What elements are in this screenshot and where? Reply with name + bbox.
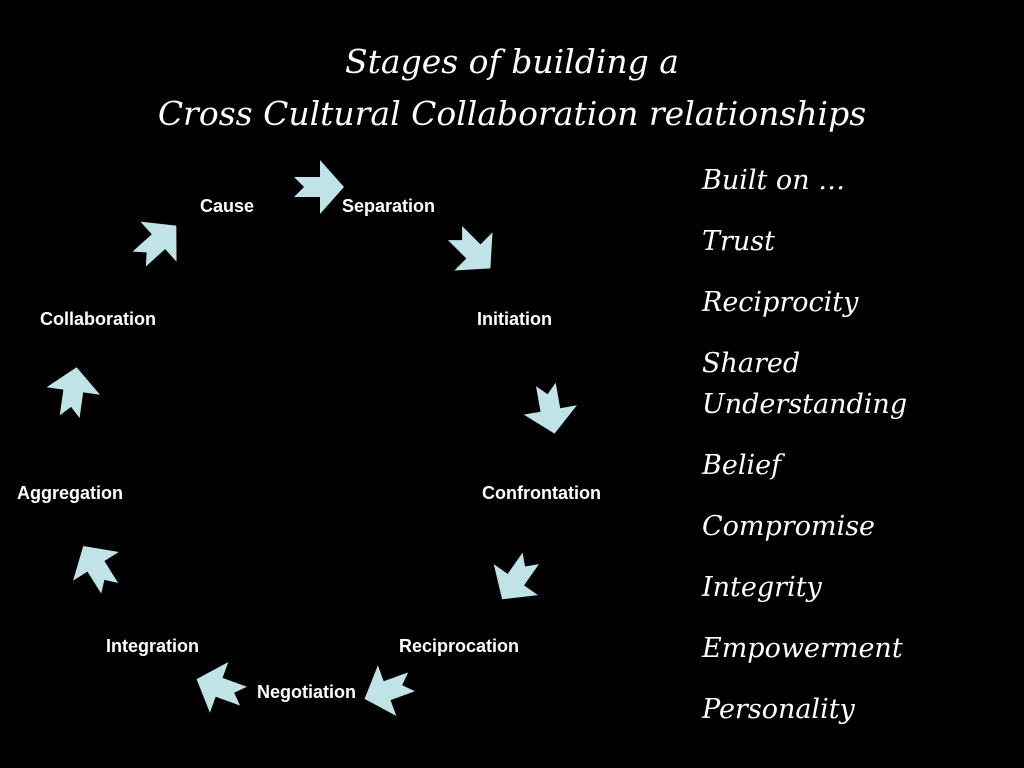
stage-integration: Integration [106,636,199,656]
arrow-collaboration-to-cause-icon [121,205,195,280]
value-item-belief: Belief [702,450,782,481]
stage-separation: Separation [342,196,436,216]
built-on-heading: Built on … [702,165,846,196]
stage-reciprocation: Reciprocation [399,636,520,656]
arrow-initiation-to-confrontation-icon [519,379,582,439]
arrow-reciprocation-to-negotiation-icon [355,656,421,725]
value-item-empowerment: Empowerment [702,633,903,664]
stage-confrontation: Confrontation [482,483,601,503]
value-item-integrity: Integrity [702,572,822,603]
title-line-2: Cross Cultural Collaboration relationshi… [157,94,867,133]
stage-collaboration: Collaboration [40,309,156,329]
built-on-list: Built on … Trust Reciprocity Shared Unde… [702,160,1012,750]
value-item-reciprocity: Reciprocity [702,287,859,318]
value-item-personality: Personality [702,694,855,725]
value-item-shared-understanding: Shared Understanding [702,348,908,420]
title-line-1: Stages of building a [345,42,679,81]
stage-aggregation: Aggregation [17,483,123,503]
arrow-confrontation-to-reciprocation-icon [479,542,553,615]
slide-title: Stages of building a Cross Cultural Coll… [0,36,1024,140]
arrow-integration-to-aggregation-icon [60,531,133,603]
stage-initiation: Initiation [477,309,552,329]
value-item-trust: Trust [702,226,776,257]
value-item-compromise: Compromise [702,511,876,542]
arrow-negotiation-to-integration-icon [187,653,253,722]
arrow-separation-to-initiation-icon [435,213,510,288]
arrow-aggregation-to-collaboration-icon [42,363,104,421]
arrow-cause-to-separation-icon [294,160,344,214]
stage-cause: Cause [200,196,255,216]
stage-negotiation: Negotiation [257,682,356,702]
